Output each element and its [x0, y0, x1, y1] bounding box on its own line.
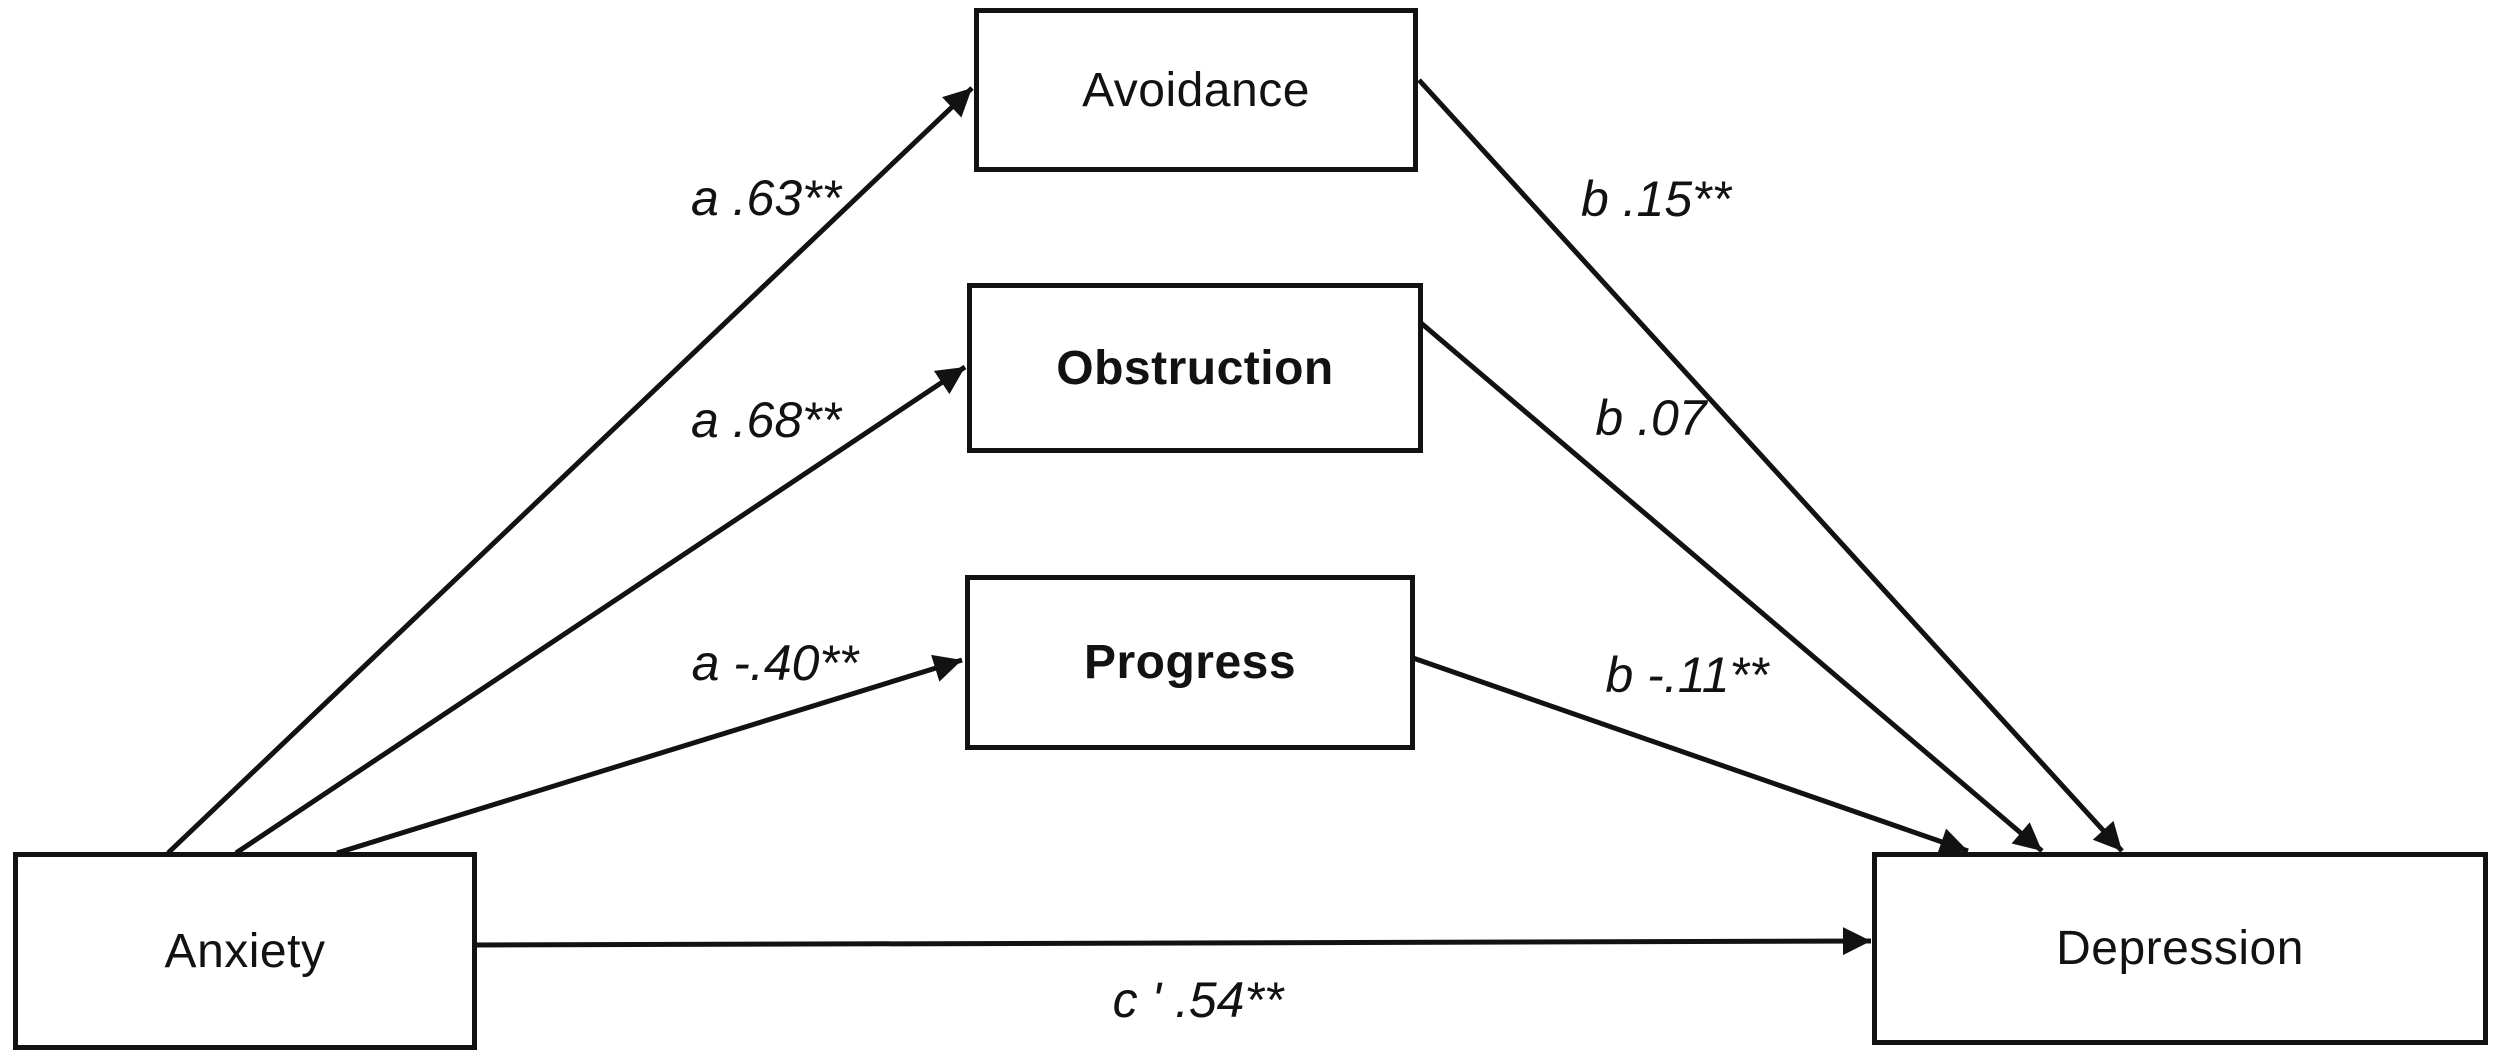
node-anxiety-label: Anxiety — [164, 924, 326, 978]
arrow-a-anxiety-avoidance — [166, 86, 974, 855]
path-label-b-progress: b -.11** — [1605, 647, 1769, 703]
path-label-b-avoidance: b .15** — [1580, 171, 1732, 227]
arrow-a-anxiety-progress — [336, 654, 963, 856]
node-avoidance: Avoidance — [974, 8, 1418, 172]
node-obstruction: Obstruction — [967, 283, 1423, 453]
arrow-c-anxiety-depression — [474, 927, 1872, 956]
arrow-b-avoidance-depression — [1417, 78, 2124, 853]
arrow-b-obstruction-depression — [1419, 321, 2044, 853]
path-label-c-direct: c ' .54** — [1112, 972, 1284, 1028]
node-depression: Depression — [1872, 852, 2488, 1045]
node-depression-label: Depression — [2056, 922, 2304, 975]
path-label-a-progress: a -.40** — [691, 635, 859, 691]
arrow-b-progress-depression — [1412, 655, 1969, 856]
path-label-b-obstruction: b .07 — [1595, 390, 1707, 446]
path-label-a-avoidance: a .63** — [690, 170, 842, 226]
node-obstruction-label: Obstruction — [1056, 341, 1334, 395]
node-avoidance-label: Avoidance — [1082, 63, 1310, 117]
node-progress-label: Progress — [1083, 636, 1297, 689]
path-label-a-obstruction: a .68** — [690, 392, 842, 448]
node-anxiety: Anxiety — [13, 852, 477, 1050]
node-progress: Progress — [965, 575, 1415, 750]
arrow-a-anxiety-obstruction — [234, 364, 967, 856]
